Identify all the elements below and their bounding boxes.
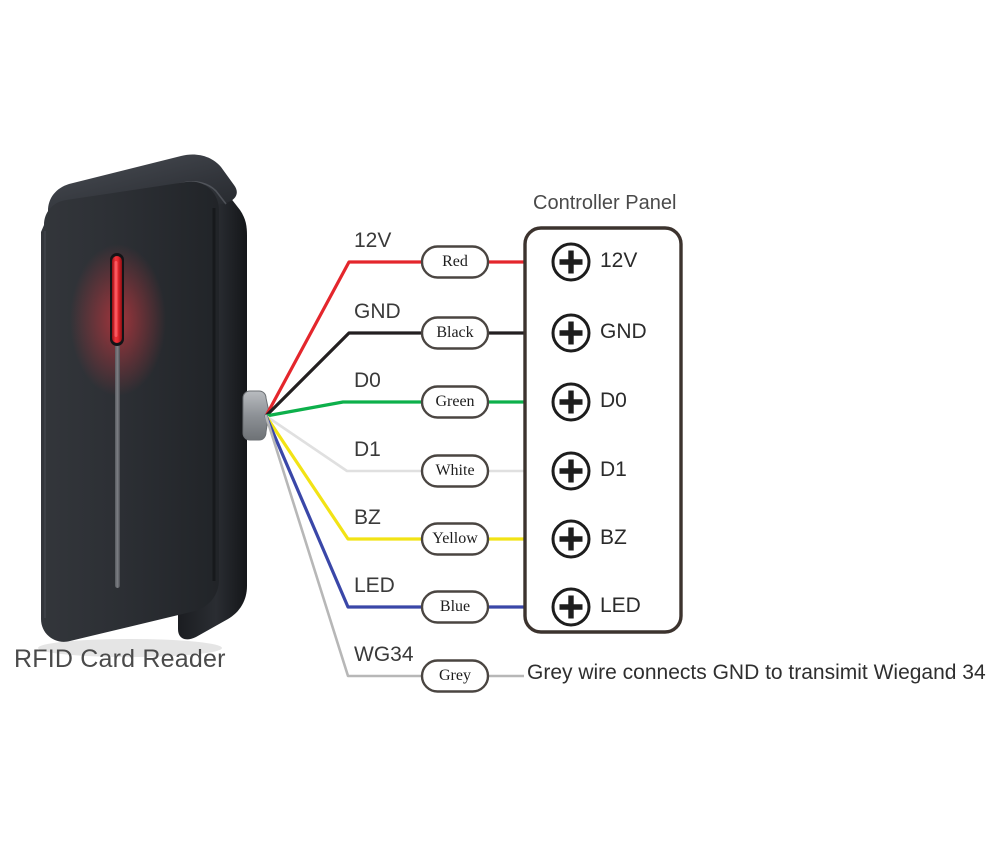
- wire-bz-left-segment: [264, 414, 424, 541]
- controller-panel-title: Controller Panel: [533, 192, 677, 214]
- wire-color-pill-yellow[interactable]: [420, 522, 490, 556]
- wire-signal-label-d1: D1: [354, 438, 381, 461]
- wire-gnd-left-segment: [264, 331, 424, 418]
- wire-d1-left-segment: [264, 414, 424, 473]
- wire-signal-label-wg34: WG34: [354, 643, 414, 666]
- device-indicator-slot: [115, 300, 120, 588]
- wire-signal-label-gnd: GND: [354, 300, 401, 323]
- wiegand-note-text: Grey wire connects GND to transimit Wieg…: [527, 661, 986, 684]
- screw-terminal-icon[interactable]: [551, 587, 591, 627]
- screw-terminal-icon[interactable]: [551, 519, 591, 559]
- wire-color-name-yellow: Yellow: [432, 530, 478, 547]
- wire-color-pill-group: [420, 245, 490, 693]
- terminal-label-led: LED: [600, 594, 641, 617]
- wire-signal-label-d0: D0: [354, 369, 381, 392]
- wire-12v-left-segment: [264, 260, 424, 418]
- wire-signal-label-12v: 12V: [354, 229, 392, 252]
- terminal-label-gnd: GND: [600, 320, 647, 343]
- wire-led-left-segment: [264, 414, 424, 609]
- terminal-label-12v: 12V: [600, 249, 638, 272]
- wire-d0-left-segment: [264, 400, 424, 418]
- wire-wg34-left-segment: [264, 414, 424, 678]
- wire-color-pill-black[interactable]: [420, 316, 490, 350]
- wire-bundle: [264, 260, 529, 678]
- screw-terminal-icon[interactable]: [551, 382, 591, 422]
- wire-color-name-black: Black: [436, 324, 474, 341]
- wire-color-name-blue: Blue: [439, 598, 471, 615]
- wire-color-name-white: White: [435, 462, 475, 479]
- wire-color-name-red: Red: [442, 253, 468, 270]
- wire-color-pill-green[interactable]: [420, 385, 490, 419]
- wire-signal-label-led: LED: [354, 574, 395, 597]
- device-drop-shadow: [38, 639, 222, 657]
- screw-terminal-icon[interactable]: [551, 242, 591, 282]
- wire-color-pill-grey[interactable]: [420, 659, 490, 693]
- wire-color-pill-white[interactable]: [420, 454, 490, 488]
- wire-signal-label-bz: BZ: [354, 506, 381, 529]
- terminal-label-d1: D1: [600, 458, 627, 481]
- controller-panel-body: [523, 226, 683, 634]
- rfid-card-reader-label: RFID Card Reader: [14, 645, 226, 673]
- wire-color-name-green: Green: [435, 393, 475, 410]
- controller-panel-group: [523, 226, 683, 634]
- wire-color-pill-red[interactable]: [420, 245, 490, 279]
- wire-color-name-grey: Grey: [439, 667, 471, 684]
- wire-color-pill-blue[interactable]: [420, 590, 490, 624]
- screw-terminal-icon[interactable]: [551, 451, 591, 491]
- screw-terminal-icon[interactable]: [551, 313, 591, 353]
- terminal-label-d0: D0: [600, 389, 627, 412]
- device-led-specular: [114, 261, 118, 337]
- terminal-label-bz: BZ: [600, 526, 627, 549]
